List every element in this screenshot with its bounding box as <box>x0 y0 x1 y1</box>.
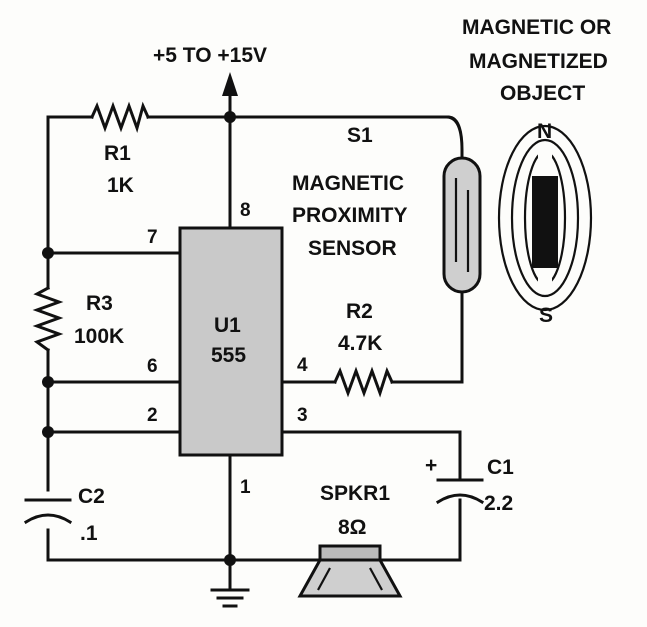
speaker-value-label: 8Ω <box>338 516 367 539</box>
c1-value-label: 2.2 <box>484 492 513 515</box>
pin-2-label: 2 <box>147 405 158 426</box>
c1-polarity-label: + <box>425 454 437 477</box>
c2-ref-label: C2 <box>78 485 105 508</box>
ground-icon <box>210 588 250 608</box>
supply-label: +5 TO +15V <box>153 44 267 67</box>
capacitor-c2-symbol <box>23 498 73 525</box>
junction-dots <box>42 111 236 566</box>
object-label-line1: MAGNETIC OR <box>462 16 611 39</box>
north-pole-label: N <box>537 120 552 143</box>
resistor-r1-symbol <box>90 101 150 133</box>
r3-value-label: 100K <box>74 325 124 348</box>
south-pole-label: S <box>539 304 553 327</box>
ic-part-label: 555 <box>211 344 246 367</box>
supply-arrow-icon <box>222 72 238 96</box>
ic-ref-label: U1 <box>214 314 241 337</box>
sensor-label-line2: PROXIMITY <box>292 204 408 227</box>
c2-value-label: .1 <box>80 522 98 545</box>
speaker-icon <box>297 544 403 598</box>
pin-6-label: 6 <box>147 356 158 377</box>
r1-ref-label: R1 <box>104 142 131 165</box>
object-label-line2: MAGNETIZED <box>469 50 608 73</box>
r2-ref-label: R2 <box>346 300 373 323</box>
pin-7-label: 7 <box>147 227 158 248</box>
r2-value-label: 4.7K <box>338 332 382 355</box>
capacitor-c1-symbol <box>435 478 485 505</box>
speaker-ref-label: SPKR1 <box>320 482 390 505</box>
pin-3-label: 3 <box>297 405 308 426</box>
c1-ref-label: C1 <box>487 456 514 479</box>
pin-1-label: 1 <box>240 477 251 498</box>
ic-u1-body <box>178 226 284 457</box>
sensor-label-line3: SENSOR <box>308 237 397 260</box>
reed-switch-icon <box>442 156 482 294</box>
resistor-r3-symbol <box>32 285 64 353</box>
r3-ref-label: R3 <box>86 292 113 315</box>
r1-value-label: 1K <box>107 174 134 197</box>
object-label-line3: OBJECT <box>500 82 585 105</box>
resistor-r2-symbol <box>333 366 394 398</box>
magnet-icon <box>497 124 593 312</box>
pin-8-label: 8 <box>240 200 251 221</box>
sensor-ref-label: S1 <box>347 124 373 147</box>
wires <box>46 93 464 592</box>
sensor-label-line1: MAGNETIC <box>292 172 404 195</box>
pin-4-label: 4 <box>297 355 308 376</box>
